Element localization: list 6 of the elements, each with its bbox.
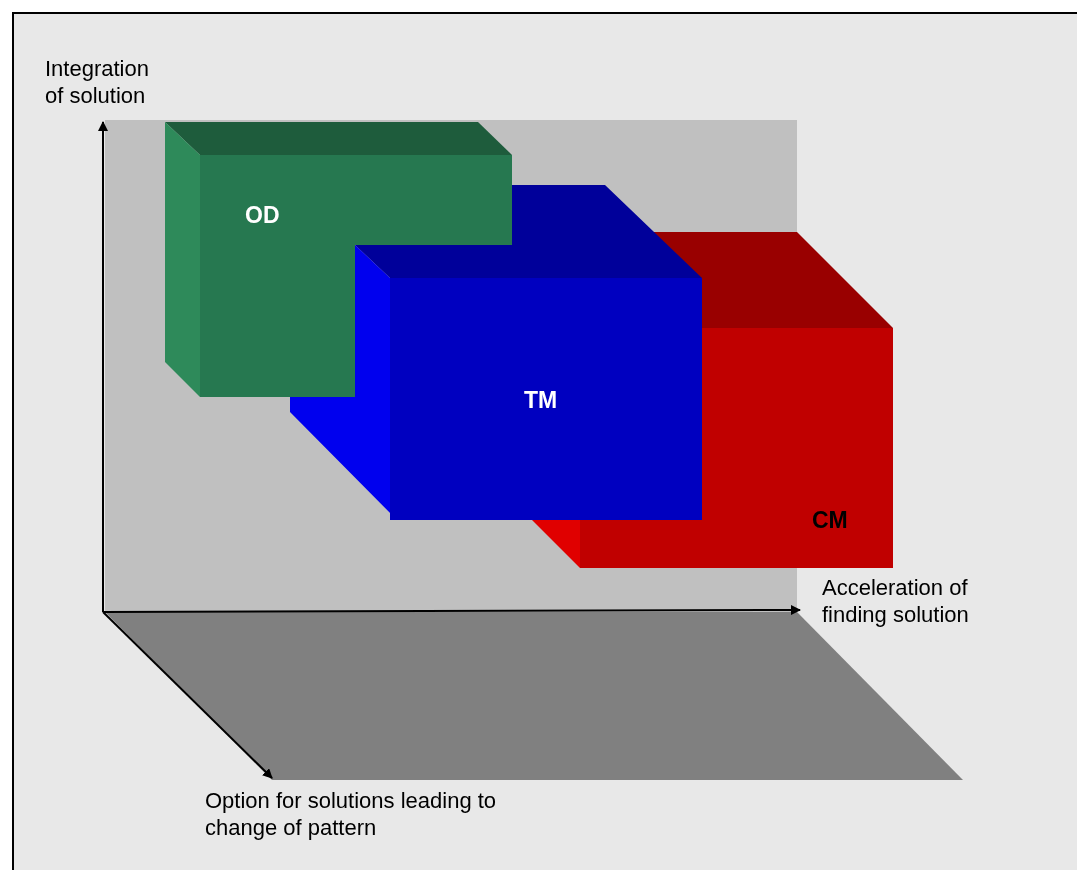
axis-label: Integration of solution bbox=[45, 55, 150, 109]
axis-label: Option for solutions leading to change of pattern bbox=[205, 787, 498, 841]
block-label: TM bbox=[524, 387, 558, 414]
axis-label: Acceleration of finding solution bbox=[822, 574, 970, 628]
block-label: OD bbox=[245, 202, 280, 229]
block-label: CM bbox=[812, 507, 848, 534]
